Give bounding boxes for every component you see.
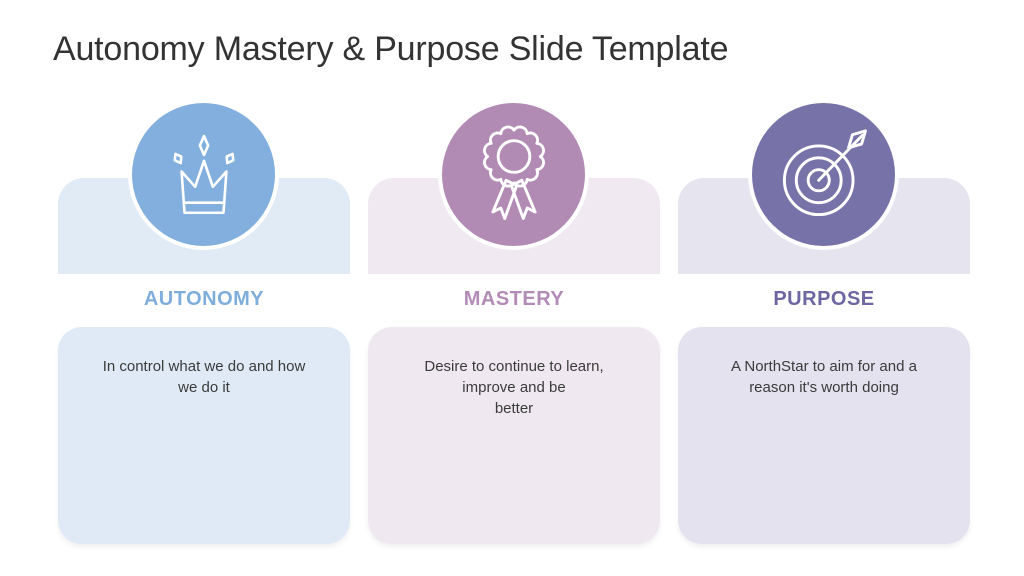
card-mastery: MASTERY Desire to continue to learn, imp… [368, 103, 660, 544]
card-body: In control what we do and how we do it [58, 327, 350, 544]
crown-icon [172, 134, 235, 214]
card-purpose: PURPOSE A NorthStar to aim for and a rea… [678, 103, 970, 544]
card-autonomy: AUTONOMY In control what we do and how w… [58, 103, 350, 544]
card-label: AUTONOMY [143, 288, 265, 310]
icon-circle [752, 103, 895, 246]
card-label: PURPOSE [773, 288, 875, 310]
card-label: MASTERY [463, 288, 565, 310]
card-description: Desire to continue to learn, improve and… [424, 358, 604, 417]
award-ribbon-icon [482, 125, 545, 220]
icon-circle [442, 103, 585, 246]
icon-circle [132, 103, 275, 246]
card-description: In control what we do and how we do it [102, 358, 306, 396]
card-body: A NorthStar to aim for and a reason it's… [678, 327, 970, 544]
card-body: Desire to continue to learn, improve and… [368, 327, 660, 544]
card-description: A NorthStar to aim for and a reason it's… [731, 358, 917, 396]
target-arrow-icon [782, 128, 867, 216]
slide-title: Autonomy Mastery & Purpose Slide Templat… [53, 30, 729, 68]
